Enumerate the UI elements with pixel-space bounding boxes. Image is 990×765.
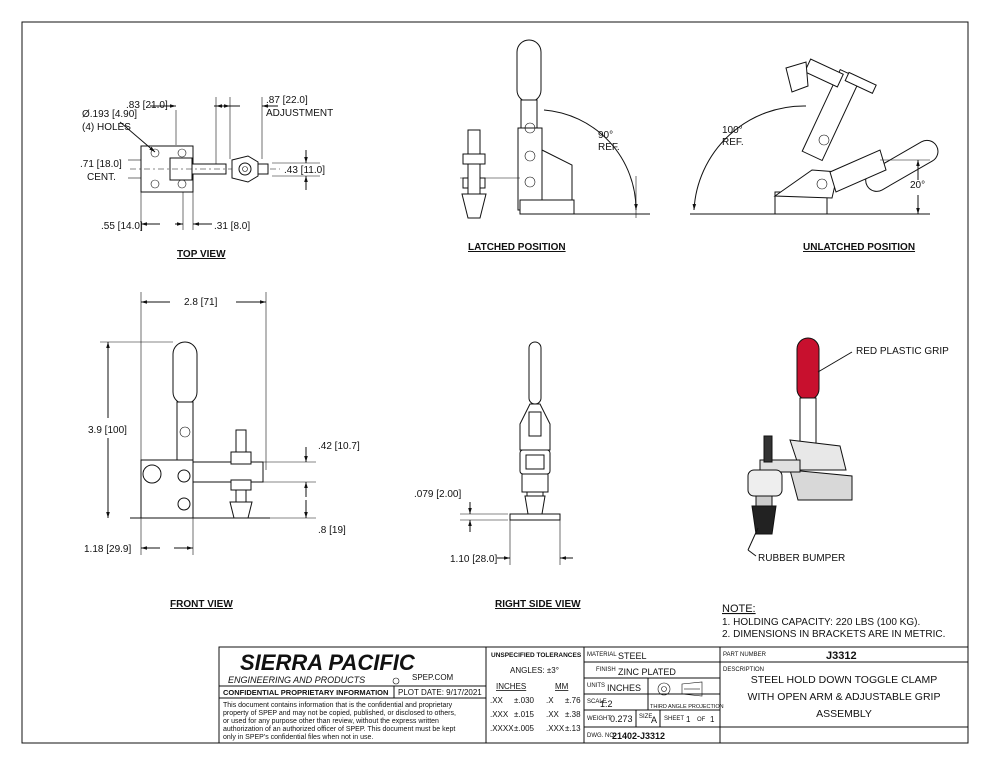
tolerances-title: UNSPECIFIED TOLERANCES bbox=[491, 652, 582, 659]
rubber-bumper bbox=[751, 505, 777, 535]
scale-label: SCALE bbox=[587, 699, 607, 705]
isometric-view bbox=[747, 337, 853, 557]
units-label: UNITS bbox=[587, 683, 605, 689]
note-2: 2. DIMENSIONS IN BRACKETS ARE IN METRIC. bbox=[722, 629, 945, 640]
of-label: OF bbox=[697, 717, 706, 723]
top-height-dim: .43 [11.0] bbox=[284, 165, 325, 176]
tol-cell: .XX bbox=[490, 696, 504, 705]
dwg-value: 21402-J3312 bbox=[612, 731, 665, 741]
finish-label: FINISH bbox=[596, 667, 616, 673]
top-view-caption: TOP VIEW bbox=[177, 249, 226, 260]
front-view-caption: FRONT VIEW bbox=[170, 599, 233, 610]
tol-cell: ±.13 bbox=[565, 724, 581, 733]
plot-date: PLOT DATE: 9/17/2021 bbox=[398, 688, 482, 697]
unlatched-caption: UNLATCHED POSITION bbox=[803, 242, 915, 253]
disclaimer-line-3: or used for any purpose other than revie… bbox=[223, 718, 439, 725]
latched-caption: LATCHED POSITION bbox=[468, 242, 566, 253]
confidential-label: CONFIDENTIAL PROPRIETARY INFORMATION bbox=[223, 688, 388, 697]
top-holes-note: (4) HOLES bbox=[82, 122, 131, 133]
top-adjust-dim: .87 [22.0] bbox=[266, 95, 308, 106]
size-value: A bbox=[651, 715, 657, 725]
dwg-label: DWG. NO. bbox=[587, 733, 616, 739]
grip-callout: RED PLASTIC GRIP bbox=[856, 346, 949, 357]
description-line-2: WITH OPEN ARM & ADJUSTABLE GRIP bbox=[748, 691, 941, 703]
part-label: PART NUMBER bbox=[723, 652, 767, 658]
material-label: MATERIAL bbox=[587, 652, 617, 658]
red-grip bbox=[796, 337, 820, 401]
company-name: SIERRA PACIFIC bbox=[240, 650, 416, 675]
top-view bbox=[119, 97, 320, 230]
tol-cell: ±.030 bbox=[514, 696, 535, 705]
size-label: SIZE bbox=[639, 714, 652, 720]
tol-cell: .XX bbox=[546, 710, 560, 719]
units-value: INCHES bbox=[607, 683, 641, 693]
tol-cell: ±.005 bbox=[514, 724, 535, 733]
tol-cell: .X bbox=[546, 696, 554, 705]
tol-cell: .XXX bbox=[546, 724, 565, 733]
unlatched-angle: 100° bbox=[722, 125, 743, 136]
tol-cell: ±.38 bbox=[565, 710, 581, 719]
tol-cell: ±.76 bbox=[565, 696, 581, 705]
latched-view bbox=[460, 39, 650, 219]
part-value: J3312 bbox=[826, 650, 857, 662]
unlatched-ref: REF. bbox=[722, 137, 744, 148]
latched-ref: REF. bbox=[598, 142, 620, 153]
front-view bbox=[100, 292, 316, 555]
unlatched-angle-2: 20° bbox=[910, 180, 925, 191]
description-label: DESCRIPTION bbox=[723, 667, 764, 673]
unlatched-view bbox=[690, 58, 939, 215]
disclaimer-line-4: authorization of an authorized officer o… bbox=[223, 726, 455, 733]
tolerance-rows: .XX ±.030 .X ±.76 .XXX ±.015 .XX ±.38 .X… bbox=[490, 696, 581, 733]
top-center-dim: .71 [18.0] bbox=[80, 159, 122, 170]
right-thickness-dim: .079 [2.00] bbox=[414, 489, 462, 500]
tolerances-inches: INCHES bbox=[496, 682, 526, 691]
top-base-dim-1: .55 [14.0] bbox=[101, 221, 143, 232]
front-height-dim: 3.9 [100] bbox=[88, 425, 127, 436]
title-block bbox=[218, 646, 969, 744]
notes-title: NOTE: bbox=[722, 603, 756, 615]
front-spindle-dim: .42 [10.7] bbox=[318, 441, 360, 452]
projection-label: THIRD ANGLE PROJECTION bbox=[650, 704, 724, 710]
right-side-view bbox=[460, 341, 573, 565]
description-line-1: STEEL HOLD DOWN TOGGLE CLAMP bbox=[751, 674, 938, 686]
disclaimer-line-5: only in SPEP's confidential files when n… bbox=[223, 734, 373, 741]
top-adjust-label: ADJUSTMENT bbox=[266, 108, 333, 119]
note-1: 1. HOLDING CAPACITY: 220 LBS (100 KG). bbox=[722, 617, 920, 628]
tol-cell: ±.015 bbox=[514, 710, 535, 719]
right-view-caption: RIGHT SIDE VIEW bbox=[495, 599, 581, 610]
finish-value: ZINC PLATED bbox=[618, 667, 676, 677]
tolerances-angles: ANGLES: ±3° bbox=[510, 666, 559, 675]
tol-cell: .XXXX bbox=[490, 724, 514, 733]
bumper-callout: RUBBER BUMPER bbox=[758, 553, 845, 564]
right-width-dim: 1.10 [28.0] bbox=[450, 554, 498, 565]
top-width-dim: .83 [21.0] bbox=[126, 100, 168, 111]
tol-cell: .XXX bbox=[490, 710, 509, 719]
top-base-dim-2: .31 [8.0] bbox=[214, 221, 250, 232]
company-sub: ENGINEERING AND PRODUCTS bbox=[228, 675, 365, 685]
top-hole-dim: Ø.193 [4.90] bbox=[82, 109, 137, 120]
front-base-dim: 1.18 [29.9] bbox=[84, 544, 132, 555]
material-value: STEEL bbox=[618, 651, 647, 661]
company-website: SPEP.COM bbox=[412, 673, 454, 682]
latched-angle: 90° bbox=[598, 130, 613, 141]
of-value: 1 bbox=[710, 715, 715, 724]
sheet-label: SHEET bbox=[664, 716, 684, 722]
tolerances-mm: MM bbox=[555, 682, 569, 691]
disclaimer-line-2: property of SPEP and may not be copied, … bbox=[223, 710, 456, 717]
sheet-value: 1 bbox=[686, 715, 691, 724]
description-line-3: ASSEMBLY bbox=[816, 708, 872, 720]
weight-label: WEIGHT bbox=[587, 716, 611, 722]
top-center-label: CENT. bbox=[87, 172, 116, 183]
disclaimer-line-1: This document contains information that … bbox=[223, 702, 453, 709]
front-width-dim: 2.8 [71] bbox=[184, 297, 218, 308]
scale-value: 1:2 bbox=[600, 699, 613, 709]
front-bumper-dim: .8 [19] bbox=[318, 525, 346, 536]
weight-value: 0.273 bbox=[610, 714, 633, 724]
